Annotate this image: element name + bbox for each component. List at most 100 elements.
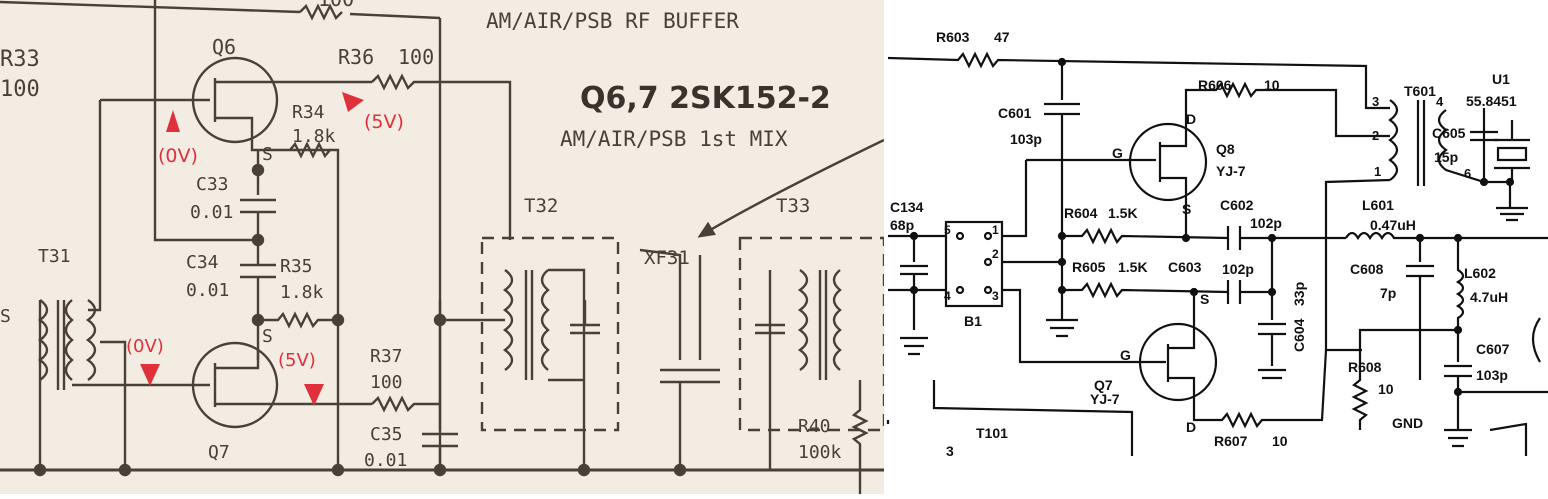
q8-label: Q8 <box>1216 141 1235 157</box>
r37-label: R37 <box>370 346 403 367</box>
c605-label: C605 <box>1432 125 1466 141</box>
t601-pin4: 4 <box>1436 94 1444 109</box>
c34-label: C34 <box>186 252 219 273</box>
q8-g-label: G <box>1112 145 1123 161</box>
t601-transformer-symbol <box>1324 99 1426 352</box>
c605-value: 15p <box>1434 149 1458 165</box>
c35-value: 0.01 <box>364 450 407 471</box>
c607-value: 103p <box>1476 367 1508 383</box>
ov-upper-label: (0V) <box>158 145 198 167</box>
q8-s-label: S <box>1182 201 1191 217</box>
t601-pin3: 3 <box>1372 94 1379 109</box>
gnd-label: GND <box>1392 415 1423 431</box>
b1-label: B1 <box>964 313 982 329</box>
l602-value: 4.7uH <box>1470 289 1508 305</box>
r606-value: 10 <box>1264 77 1280 93</box>
c604-value: 33p <box>1291 282 1307 306</box>
c607-label: C607 <box>1476 341 1510 357</box>
l602-label: L602 <box>1464 265 1496 281</box>
c602-value: 102p <box>1250 215 1282 231</box>
c602-label: C602 <box>1220 197 1254 213</box>
c134-label: C134 <box>890 199 924 215</box>
t32-label: T32 <box>524 195 558 217</box>
b1-pin3: 3 <box>992 289 999 303</box>
t601-pin2: 2 <box>1372 128 1379 143</box>
q7-s-label: S <box>1200 291 1209 307</box>
t32-can-outline <box>480 236 620 432</box>
c604-label: C604 <box>1291 318 1307 352</box>
xf31-label: XF31 <box>644 247 690 269</box>
r40-label: R40 <box>798 416 831 437</box>
top-res-value: 100 <box>318 0 354 11</box>
c35-label: C35 <box>370 424 403 445</box>
t33-label: T33 <box>776 195 810 217</box>
left-text-labels: AM/AIR/PSB RF BUFFER Q6,7 2SK152-2 AM/AI… <box>0 0 842 471</box>
r33-name: R33 <box>0 47 40 72</box>
r37-value: 100 <box>370 372 403 393</box>
c601-value: 103p <box>1010 131 1042 147</box>
c33-label: C33 <box>196 174 229 195</box>
title-rf-buffer: AM/AIR/PSB RF BUFFER <box>486 9 739 33</box>
s-lower-label: S <box>262 326 273 347</box>
fivev-lower-label: (5V) <box>278 350 316 371</box>
r33-value: 100 <box>0 77 40 102</box>
q8-d-label: D <box>1186 111 1196 127</box>
b1-pin2: 2 <box>992 247 999 261</box>
t31-label: T31 <box>38 246 71 267</box>
r608-label: R608 <box>1348 359 1382 375</box>
left-voltage-markers <box>140 92 364 406</box>
r604-value: 1.5K <box>1108 205 1138 221</box>
r36-label: R36 <box>338 45 374 69</box>
b1-pin1: 1 <box>992 223 999 237</box>
ov-lower-label: (0V) <box>126 336 164 357</box>
c601-label: C601 <box>998 105 1032 121</box>
top-resistor-symbol <box>299 3 343 21</box>
c608-value: 7p <box>1380 285 1396 301</box>
t101-pin: 3 <box>946 443 954 459</box>
c34-value: 0.01 <box>186 280 229 301</box>
r608-value: 10 <box>1378 381 1394 397</box>
q7-g-label: G <box>1120 347 1131 363</box>
r607-label: R607 <box>1214 433 1248 449</box>
r40-value: 100k <box>798 442 842 463</box>
r34-label: R34 <box>292 102 325 123</box>
c134-value: 68p <box>890 217 914 233</box>
b1-pin5: 5 <box>944 223 951 237</box>
q7-d-label: D <box>1186 419 1196 435</box>
r34-value: 1.8k <box>292 126 336 147</box>
q6-label: Q6 <box>212 35 236 59</box>
s-upper-label: S <box>262 144 273 165</box>
s-edge-label: S <box>0 306 11 327</box>
q8-transistor-symbol <box>1128 122 1208 202</box>
q7-yj7-part: YJ-7 <box>1090 391 1120 407</box>
r607-value: 10 <box>1272 433 1288 449</box>
pin6-label: 6 <box>1464 166 1471 181</box>
q7-label: Q7 <box>208 442 230 463</box>
u1-freq: 55.8451 <box>1466 93 1517 109</box>
l601-value: 0.47uH <box>1370 217 1416 233</box>
c603-label: C603 <box>1168 259 1202 275</box>
b1-transformer-box <box>944 220 1004 308</box>
u1-label: U1 <box>1492 71 1510 87</box>
r605-value: 1.5K <box>1118 259 1148 275</box>
r606-label: R606 <box>1198 77 1232 93</box>
t101-label: T101 <box>976 425 1008 441</box>
right-schematic-panel <box>884 0 1548 494</box>
r35-value: 1.8k <box>280 282 324 303</box>
title-part: Q6,7 2SK152-2 <box>580 81 831 116</box>
c33-value: 0.01 <box>190 202 233 223</box>
r605-label: R605 <box>1072 259 1106 275</box>
c608-label: C608 <box>1350 261 1384 277</box>
q7-yj7-label: Q7 <box>1094 377 1113 393</box>
c603-value: 102p <box>1222 261 1254 277</box>
title-mix: AM/AIR/PSB 1st MIX <box>560 127 788 151</box>
r603-label: R603 <box>936 29 970 45</box>
l601-label: L601 <box>1362 197 1394 213</box>
r604-label: R604 <box>1064 205 1098 221</box>
left-schematic-panel <box>0 0 886 494</box>
fivev-upper-label: (5V) <box>364 111 404 133</box>
r603-value: 47 <box>994 29 1010 45</box>
q8-part: YJ-7 <box>1216 163 1246 179</box>
